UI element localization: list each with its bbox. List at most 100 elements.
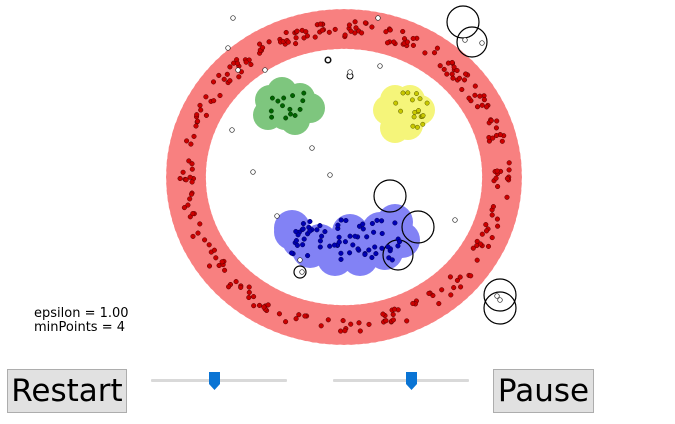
ring-point: [190, 211, 196, 217]
ring-point: [243, 59, 249, 65]
ring-point: [332, 26, 338, 32]
ring-point: [248, 61, 254, 68]
ring-point: [236, 74, 242, 80]
epsilon-circle: [293, 265, 307, 279]
pause-button[interactable]: Pause: [493, 369, 594, 413]
ring-point: [217, 92, 223, 99]
ring-point: [340, 318, 346, 324]
ring-point: [404, 39, 410, 45]
ring-point: [211, 98, 217, 104]
minpoints-label: minPoints = 4: [34, 320, 125, 335]
ring-point: [186, 158, 192, 164]
ring-point: [483, 222, 489, 228]
ring-point: [194, 112, 200, 118]
epsilon-label: epsilon = 1.00: [34, 306, 129, 321]
ring-point: [203, 112, 209, 118]
ring-point: [490, 204, 496, 210]
ring-point: [195, 230, 201, 236]
blue-point: [392, 220, 398, 226]
ring-point: [227, 78, 233, 84]
ring-point: [495, 223, 501, 229]
ring-point: [447, 274, 453, 280]
ring-point: [198, 107, 204, 113]
green-point: [275, 98, 281, 104]
yellow-point: [411, 114, 417, 120]
blue-point: [347, 233, 353, 239]
ring-point: [338, 328, 344, 334]
ring-point: [400, 28, 406, 35]
restart-button[interactable]: Restart: [7, 369, 127, 413]
ring-point: [387, 27, 393, 33]
green-point: [301, 90, 307, 96]
noise-point: [494, 293, 500, 299]
ring-point: [181, 205, 187, 211]
ring-point: [276, 311, 282, 317]
ring-point: [197, 221, 203, 227]
ring-point: [426, 290, 432, 296]
blue-point: [396, 239, 403, 245]
ring-point: [348, 28, 354, 34]
ring-point: [177, 175, 183, 182]
yellow-point: [424, 100, 430, 106]
blue-point: [364, 234, 370, 240]
ring-point: [293, 316, 299, 322]
blue-point: [347, 250, 353, 256]
yellow-point: [409, 97, 415, 103]
noise-point: [299, 269, 305, 275]
ring-point: [504, 175, 510, 182]
ring-point: [188, 191, 195, 197]
blue-point: [300, 242, 306, 248]
minpoints-slider-thumb[interactable]: [405, 372, 417, 390]
ring-point: [479, 231, 485, 237]
ring-point: [463, 71, 469, 77]
green-point: [283, 115, 289, 121]
yellow-point: [414, 124, 420, 130]
ring-point: [391, 306, 398, 312]
epsilon-slider-thumb[interactable]: [208, 372, 220, 390]
ring-point: [346, 22, 352, 28]
minpoints-slider[interactable]: [333, 370, 469, 390]
blue-point: [307, 228, 313, 234]
ring-point: [293, 41, 299, 47]
ring-point: [479, 102, 485, 108]
ring-point: [359, 30, 365, 36]
blue-point: [385, 244, 391, 250]
blue-point: [336, 234, 342, 240]
blue-point: [338, 217, 344, 223]
ring-point: [499, 138, 505, 144]
neighborhood-circle-layer: [293, 5, 517, 325]
ring-point: [436, 301, 442, 307]
ring-point: [211, 247, 217, 253]
blue-point: [373, 251, 379, 257]
green-point: [268, 108, 274, 114]
ring-point: [474, 104, 481, 110]
cluster-fill-layer: [166, 9, 522, 345]
ring-point: [504, 194, 510, 200]
dbscan-canvas: [166, 5, 522, 345]
ring-point: [193, 123, 199, 129]
ring-point: [210, 79, 217, 85]
ring-point: [266, 39, 272, 45]
ring-point: [489, 235, 495, 241]
ring-point: [356, 320, 362, 326]
noise-point: [462, 37, 468, 43]
blue-point: [350, 242, 356, 248]
epsilon-slider[interactable]: [151, 370, 287, 390]
ring-point: [437, 63, 443, 69]
ring-point: [233, 279, 239, 285]
yellow-point: [398, 108, 404, 114]
yellow-point: [417, 96, 423, 102]
ring-point: [506, 160, 512, 166]
blue-point: [343, 217, 349, 224]
blue-point: [293, 238, 299, 244]
ring-point: [251, 303, 257, 309]
ring-point: [441, 66, 447, 72]
noise-point: [225, 45, 231, 51]
ring-point: [246, 289, 252, 295]
ring-point: [458, 284, 464, 290]
ring-point: [246, 294, 252, 301]
ring-point: [477, 241, 484, 247]
ring-point: [303, 29, 309, 35]
ring-point: [450, 75, 456, 81]
yellow-point: [405, 90, 411, 96]
